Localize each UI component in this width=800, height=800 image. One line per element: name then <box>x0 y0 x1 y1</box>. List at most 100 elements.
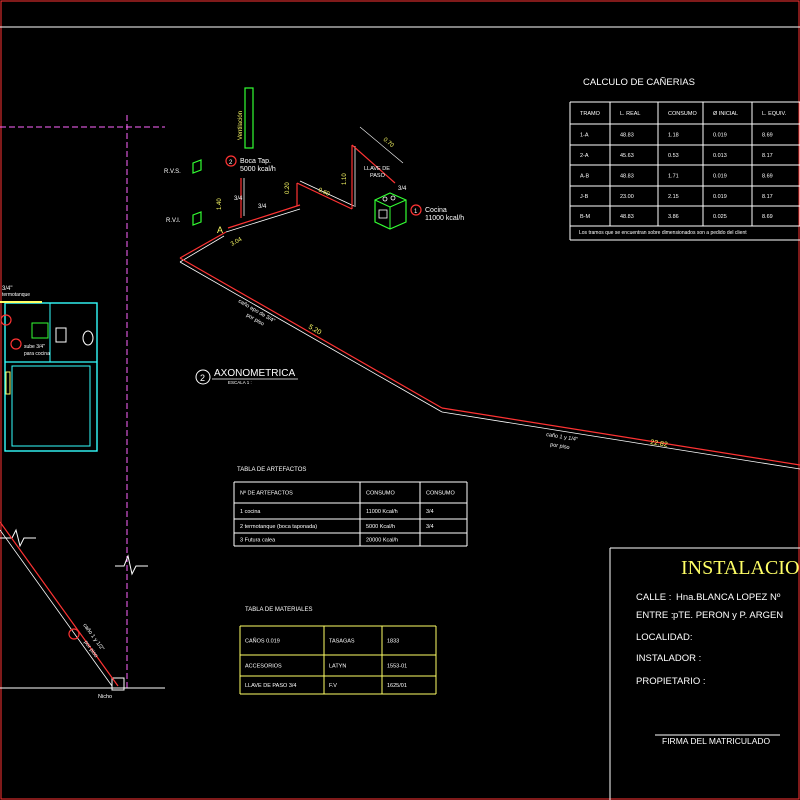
termotanque-marker <box>0 314 12 326</box>
nicho-label: Nicho <box>98 694 112 700</box>
table-header-cell: CONSUMO <box>668 111 697 117</box>
table-cell: 1553-01 <box>387 664 407 670</box>
table-header-cell: Nº DE ARTEFACTOS <box>240 490 293 497</box>
dim-070: 0.70 <box>382 137 395 150</box>
break-symbol-right <box>115 554 148 576</box>
entre-label: ENTRE : <box>636 610 673 621</box>
table-cell: 0.019 <box>713 133 727 139</box>
pipe-a-to-right-2 <box>225 208 301 233</box>
table-cell: 20000 Kcal/h <box>366 538 398 544</box>
table-cell: F.V <box>329 683 337 689</box>
break-symbol-left <box>0 528 36 548</box>
table-cell: 2.15 <box>668 194 679 200</box>
rvs-label: R.V.S. <box>164 169 181 175</box>
localidad-label: LOCALIDAD: <box>636 632 693 643</box>
pipe-520-run <box>179 257 443 409</box>
table-cell: TASAGAS <box>329 639 355 645</box>
table-cell: 0.025 <box>713 214 727 220</box>
table-cell: 45.63 <box>620 153 634 159</box>
plan-termotanque-label: termotanque <box>2 292 30 298</box>
cocina-kcal: 11000 kcal/h <box>425 215 464 222</box>
table-cell: 2 termotanque (boca taponada) <box>240 524 317 530</box>
rvs-grille <box>192 159 202 174</box>
table-cell: 48.83 <box>620 174 634 180</box>
axo-scale: ESCALA 1 : <box>228 380 252 385</box>
table-header-cell: L. EQUIV. <box>762 111 787 117</box>
table-cell: LLAVE DE PASO 3/4 <box>245 683 296 689</box>
table-cell: 8.69 <box>762 174 773 180</box>
axonometric-diagram: Ventilación R.V.S. R.V.I. 2 Boca Tap. 50… <box>164 87 800 470</box>
calle-value: Hna.BLANCA LOPEZ Nº <box>676 592 781 603</box>
dim-34-a: 3/4 <box>234 196 243 202</box>
main-gas-line-plan-2 <box>0 529 113 687</box>
dim-020: 0.20 <box>285 182 291 194</box>
table-cell: 48.83 <box>620 133 634 139</box>
pipe-a-to-bend <box>179 231 227 259</box>
cano-114-label: caño 1 y 1/4" <box>546 432 579 443</box>
title-block: INSTALACION CALLE : Hna.BLANCA LOPEZ Nº … <box>609 547 800 800</box>
axo-title-marker <box>195 369 211 385</box>
table-header-cell: CONSUMO <box>426 491 455 497</box>
inner-room <box>11 365 91 447</box>
calculo-note: Los tramos que se encuentran sobre dimen… <box>579 230 747 236</box>
table-header-cell: Ø INICIAL <box>713 111 738 117</box>
materiales-title: TABLA DE MATERIALES <box>245 607 312 613</box>
table-cell: 1625/01 <box>387 683 407 689</box>
dim-060: 0.60 <box>317 187 331 198</box>
rvi-grille <box>192 211 202 226</box>
pipe-a-to-right <box>227 204 301 229</box>
table-header-cell: CONSUMO <box>366 491 395 497</box>
plan-sink <box>55 327 67 343</box>
cocina-number: 1 <box>414 209 418 215</box>
nicho-box <box>111 677 125 691</box>
table-cell: 8.17 <box>762 153 773 159</box>
pipe-to-cocina <box>351 144 396 184</box>
node-a-label: A <box>217 225 223 235</box>
dim-2282: 22.82 <box>650 439 669 449</box>
table-cell: 1 cocina <box>240 509 261 515</box>
plan-sube-label: sube 3/4" <box>24 344 45 350</box>
table-cell: ACCESORIOS <box>245 664 282 670</box>
artefactos-table: Nº DE ARTEFACTOS CONSUMO CONSUMO 1 cocina 11… <box>233 481 468 547</box>
boca-tap-label: Boca Tap. <box>240 158 271 165</box>
table-cell: 48.83 <box>620 214 634 220</box>
table-cell: 1833 <box>387 639 399 645</box>
dim-140: 1.40 <box>217 198 223 210</box>
table-cell: 3/4 <box>426 509 434 515</box>
table-cell: 1.18 <box>668 133 679 139</box>
pipe-520-run-2 <box>179 261 443 413</box>
rvi-label: R.V.I. <box>166 218 181 224</box>
cocina-appliance <box>374 192 407 230</box>
calle-label: CALLE : <box>636 592 671 603</box>
title-block-title: INSTALACION <box>681 557 800 579</box>
dim-304: 3.04 <box>230 236 244 247</box>
boca-tap-marker <box>225 155 237 167</box>
propietario-label: PROPIETARIO : <box>636 676 706 687</box>
pipe-a-to-bend-2 <box>179 235 225 263</box>
plan-toilet <box>82 330 94 346</box>
main-gas-line-plan <box>0 521 119 687</box>
table-cell: 8.69 <box>762 214 773 220</box>
table-cell: 1-A <box>580 133 589 139</box>
table-cell: 3/4 <box>426 524 434 530</box>
dim-070-line <box>359 126 404 164</box>
table-cell: A-B <box>580 174 590 180</box>
table-cell: 0.013 <box>713 153 727 159</box>
cocina-marker <box>10 338 22 350</box>
table-cell: 11000 Kcal/h <box>366 509 398 515</box>
table-header-cell: L. REAL <box>620 111 640 117</box>
plan-view: 3/4" termotanque sube 3/4" para cocina c… <box>0 115 165 700</box>
por-piso-2: por piso <box>550 442 570 451</box>
axo-title: AXONOMETRICA <box>214 368 295 379</box>
boca-tap-number: 2 <box>229 160 233 166</box>
table-cell: 8.69 <box>762 133 773 139</box>
pipe-high-run-2 <box>299 180 355 207</box>
pipe-2282-run <box>441 407 800 466</box>
pipe-2282-run-2 <box>441 411 800 470</box>
firma-label: FIRMA DEL MATRICULADO <box>662 736 771 746</box>
